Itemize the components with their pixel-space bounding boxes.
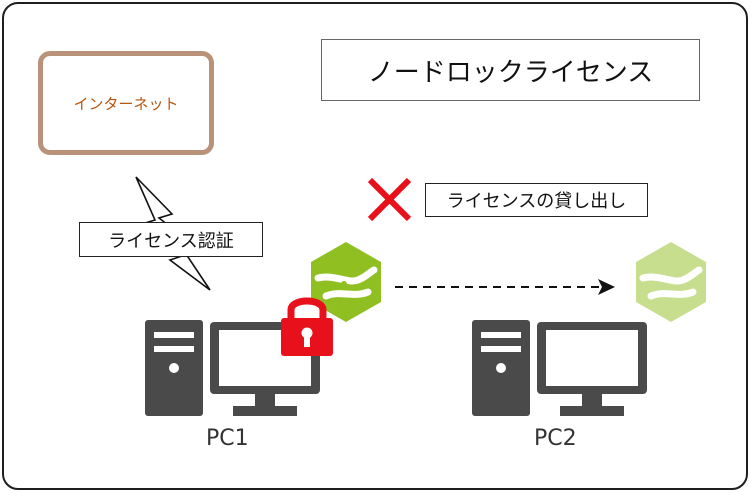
diagram-title: ノードロックライセンス [321,39,700,101]
license-auth-label: ライセンス認証 [79,222,263,257]
desktop-pc-icon-2 [472,320,647,416]
license-lend-label: ライセンスの貸し出し [425,183,648,217]
license-logo-faded-icon [636,242,706,322]
cross-icon [367,177,412,222]
lock-icon [281,297,333,356]
license-logo-icon [311,242,381,322]
internet-box: インターネット [38,51,214,155]
pc1-label: PC1 [206,426,249,451]
pc2-label: PC2 [534,426,577,451]
arrow-right-icon [395,279,615,295]
